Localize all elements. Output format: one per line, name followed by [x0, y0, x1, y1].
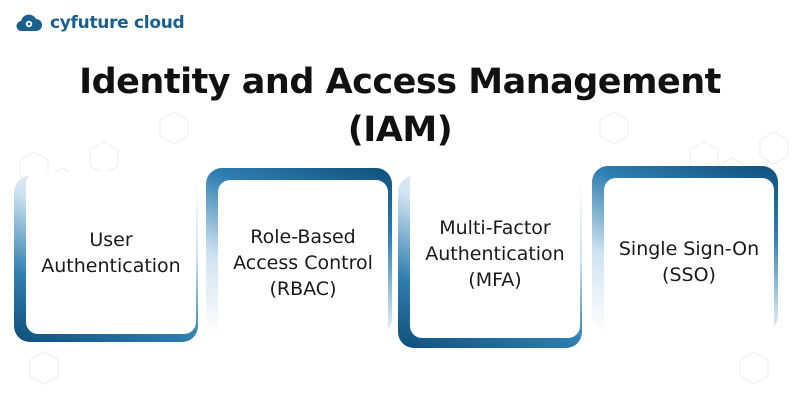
card-3-label: Multi-Factor Authentication (MFA)	[421, 215, 568, 293]
brand-name: cyfuture cloud	[50, 13, 185, 33]
card-1-line-1: User	[89, 229, 133, 251]
card-4-label: Single Sign-On (SSO)	[615, 236, 763, 288]
card-3-line-1: Multi-Factor	[439, 217, 551, 239]
card-3-line-2: Authentication	[425, 243, 565, 265]
card-1-label: User Authentication	[37, 227, 184, 279]
title-line-1: Identity and Access Management	[79, 62, 721, 102]
card-4-line-1: Single Sign-On	[618, 238, 760, 260]
card-user-authentication: User Authentication	[26, 172, 196, 334]
card-role-based-access-control: Role-Based Access Control (RBAC)	[218, 180, 388, 346]
card-2-line-2: Access Control	[233, 252, 373, 274]
card-4-line-2: (SSO)	[662, 264, 716, 286]
card-3-line-3: (MFA)	[468, 269, 522, 291]
card-2-line-3: (RBAC)	[269, 278, 337, 300]
card-1-line-2: Authentication	[41, 255, 181, 277]
card-multi-factor-authentication: Multi-Factor Authentication (MFA)	[410, 170, 580, 338]
card-2-line-1: Role-Based	[250, 226, 356, 248]
card-2-label: Role-Based Access Control (RBAC)	[229, 224, 377, 302]
brand-logo: cyfuture cloud	[14, 10, 185, 36]
card-single-sign-on: Single Sign-On (SSO)	[604, 178, 774, 346]
cloud-icon	[16, 14, 42, 32]
page-title: Identity and Access Management (IAM)	[0, 58, 800, 154]
title-line-2: (IAM)	[347, 110, 453, 150]
